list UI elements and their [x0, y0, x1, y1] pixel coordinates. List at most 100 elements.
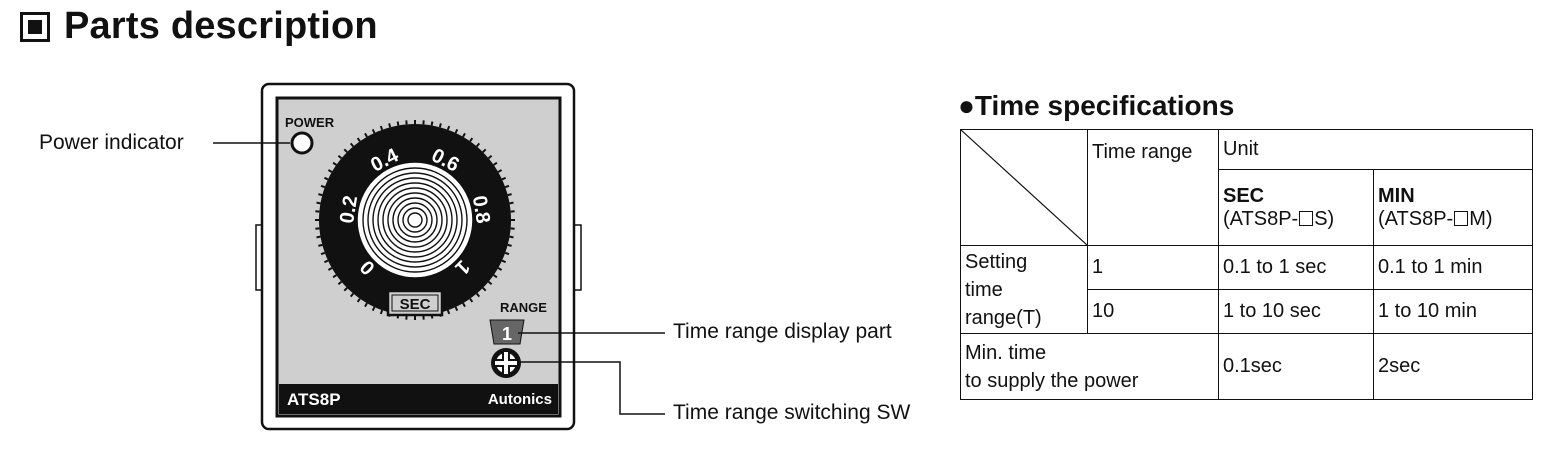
table-cell: 1 — [1087, 245, 1219, 290]
dial-edge-tooth — [497, 267, 503, 271]
dial-edge-tooth — [487, 280, 493, 286]
filled-square-icon — [20, 11, 50, 42]
diagonal-header-cell — [960, 129, 1088, 246]
dial-edge-tooth — [509, 201, 514, 205]
dial-edge-tooth — [462, 132, 466, 138]
dial-edge-tooth — [487, 154, 493, 160]
min-model-prefix: (ATS8P- — [1378, 207, 1454, 230]
table-cell: 1 to 10 sec — [1218, 289, 1374, 334]
knob-grip-ring — [367, 172, 463, 268]
range-display-value: 1 — [502, 324, 512, 344]
min-time-label: Min. time to supply the power — [960, 333, 1219, 400]
dial-edge-tooth — [332, 274, 337, 279]
dial-edge-tooth — [371, 306, 376, 312]
knob-grip-ring — [387, 192, 443, 248]
dial-edge-tooth — [446, 125, 451, 131]
time-range-display-label: Time range display part — [673, 320, 892, 343]
range-switch-icon[interactable] — [491, 348, 521, 378]
sec-model-suffix: S) — [1314, 207, 1335, 230]
dial-edge-tooth — [507, 193, 512, 197]
section-heading: Parts description — [20, 5, 378, 48]
dial-edge-tooth — [469, 137, 474, 142]
setting-time-range-label: Setting time range(T) — [960, 245, 1088, 334]
dial-edge-tooth — [438, 123, 442, 128]
dial-edge-tooth — [332, 161, 337, 166]
dial-edge-tooth — [323, 176, 329, 181]
dial-edge-tooth — [356, 298, 361, 303]
dial-edge-tooth — [327, 267, 333, 271]
range-display-window — [489, 319, 525, 345]
min-time-label-line2: to supply the power — [965, 369, 1139, 392]
range-switch-leader-line — [520, 361, 665, 415]
dial-edge-tooth — [504, 184, 510, 189]
knob-grip-ring — [372, 177, 458, 263]
dial-edge-tooth — [343, 148, 348, 153]
power-indicator-label: Power indicator — [39, 131, 184, 154]
knob-grip-ring — [402, 207, 428, 233]
sec-header-title: SEC — [1223, 184, 1265, 207]
table-cell: 0.1sec — [1218, 333, 1374, 400]
dial-edge-tooth — [493, 161, 498, 166]
sec-header: SEC (ATS8P-S) — [1218, 169, 1374, 246]
power-label: POWER — [285, 115, 335, 130]
dial-edge-tooth — [501, 259, 507, 264]
dial-edge-tooth — [475, 142, 481, 148]
dial-edge-tooth — [504, 251, 510, 256]
min-time-label-line1: Min. time — [965, 341, 1047, 364]
knob-grip-ring — [407, 212, 423, 228]
min-model-suffix: M) — [1469, 207, 1493, 230]
dial-scale-label: 0.2 — [336, 194, 362, 225]
dial-edge-tooth — [356, 137, 361, 142]
dial-edge-tooth — [497, 169, 503, 173]
time-range-header: Time range — [1087, 129, 1219, 246]
dial-edge-tooth — [343, 287, 348, 292]
dial-edge-tooth — [509, 235, 514, 239]
power-led-icon — [290, 131, 314, 155]
dial-edge-tooth — [454, 306, 459, 312]
placeholder-box-icon — [1454, 210, 1469, 226]
brand-name: Autonics — [488, 391, 552, 408]
placeholder-box-icon — [1299, 210, 1314, 226]
dial-edge-tooth — [371, 128, 376, 134]
dial-edge-tooth — [323, 259, 329, 264]
knob-grip-ring — [377, 182, 453, 258]
table-cell: 2sec — [1373, 333, 1533, 400]
dial-edge-tooth — [316, 235, 321, 239]
dial-edge-tooth — [349, 292, 355, 298]
dial-edge-tooth — [379, 125, 384, 131]
dial-edge-tooth — [454, 128, 459, 134]
dial-scale-label: 0.8 — [468, 194, 494, 225]
time-range-switch-label: Time range switching SW — [673, 401, 911, 424]
table-cell: 1 to 10 min — [1373, 289, 1533, 334]
dial-edge-tooth — [318, 193, 323, 197]
dial-edge-tooth — [320, 251, 326, 256]
dial-knob[interactable] — [356, 161, 474, 279]
spec-title: ●Time specifications — [958, 90, 1235, 121]
table-cell: 0.1 to 1 sec — [1218, 245, 1374, 290]
dial-edge-tooth — [501, 176, 507, 181]
dial-edge-tooth — [327, 169, 333, 173]
dial-edge-tooth — [469, 298, 474, 303]
dial-edge-tooth — [430, 121, 434, 126]
min-header-title: MIN — [1378, 184, 1415, 207]
range-label: RANGE — [500, 300, 547, 315]
dial-edge-tooth — [337, 154, 343, 160]
dial-edge-tooth — [320, 184, 326, 189]
model-bar — [279, 384, 558, 414]
dial-edge-tooth — [318, 243, 323, 247]
model-name: ATS8P — [287, 390, 341, 409]
dial-edge-tooth — [337, 280, 343, 286]
table-cell: 0.1 to 1 min — [1373, 245, 1533, 290]
knob-grip-rings — [362, 167, 468, 273]
page-title: Parts description — [64, 5, 378, 47]
knob-grip-ring — [392, 197, 438, 243]
dial-edge-tooth — [388, 123, 392, 128]
min-header: MIN (ATS8P- M) — [1373, 169, 1533, 246]
time-spec-table: Time range Unit SEC (ATS8P-S) MIN (ATS8P… — [960, 129, 1533, 400]
dial-edge-tooth — [379, 309, 384, 315]
dial-edge-tooth — [396, 121, 400, 126]
dial-edge-tooth — [475, 292, 481, 298]
knob-grip-ring — [362, 167, 468, 273]
dial-edge-tooth — [482, 148, 487, 153]
